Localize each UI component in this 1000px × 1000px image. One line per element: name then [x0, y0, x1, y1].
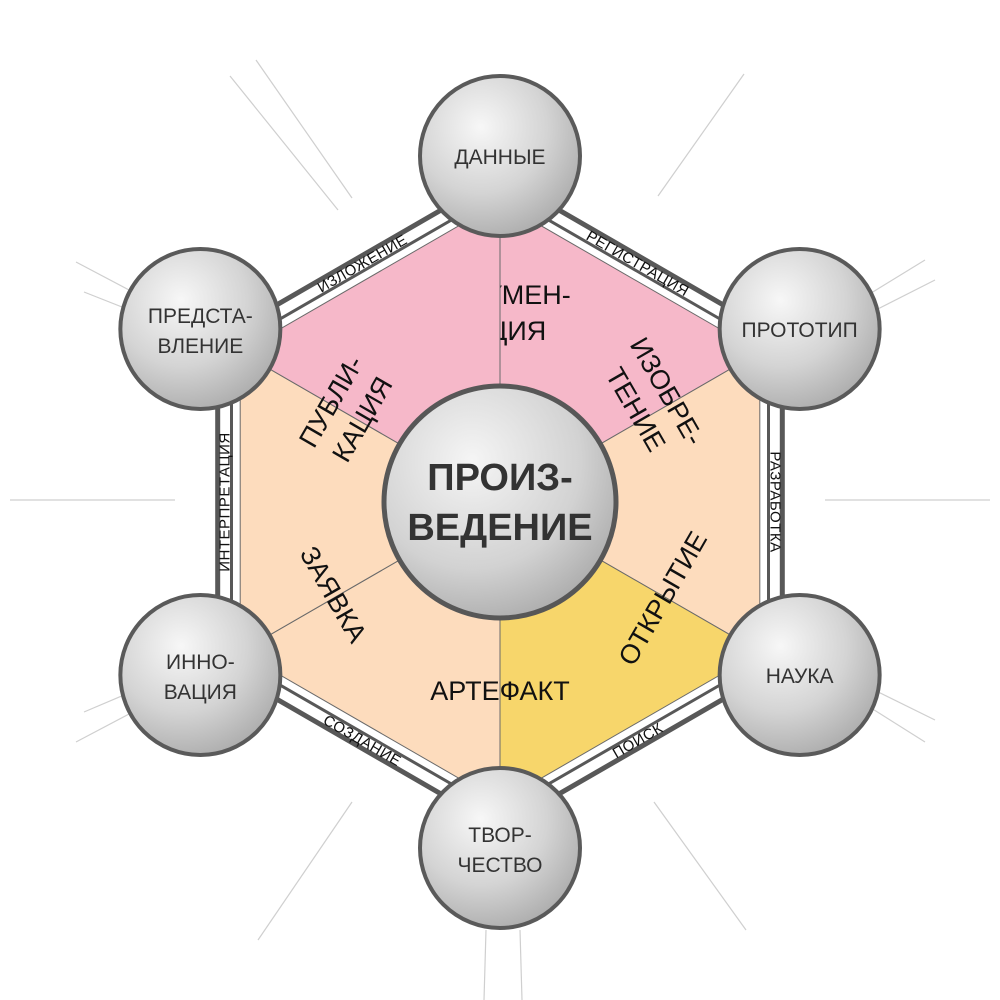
center-label-line2: ВЕДЕНИЕ [407, 507, 592, 549]
node-label-innovation-line2: ВАЦИЯ [164, 681, 237, 704]
node-label-creativity: ТВОР- [468, 824, 531, 847]
nodes: ДАННЫЕ ПРОТОТИП НАУКА ТВОР- ЧЕСТВО ИННО- ВАЦИЯ… [118, 74, 882, 930]
center-hub: ПРОИЗ- ВЕДЕНИЕ [381, 383, 619, 621]
node-innovation: ИННО- ВАЦИЯ [118, 593, 283, 757]
node-label-science: НАУКА [766, 665, 834, 688]
node-label-creativity-line2: ЧЕСТВО [458, 854, 543, 877]
node-label-data: ДАННЫЕ [454, 146, 545, 169]
node-data: ДАННЫЕ [418, 74, 582, 238]
node-label-representation: ПРЕДСТА- [148, 305, 253, 328]
node-label-representation-line2: ВЛЕНИЕ [157, 335, 243, 358]
node-label-innovation: ИННО- [166, 651, 235, 674]
node-science: НАУКА [717, 593, 882, 757]
edge-label-interpretation: ИНТЕРПРЕТАЦИЯ [217, 432, 234, 571]
edge-label-development: РАЗРАБОТКА [766, 451, 783, 552]
segment-label-artifact: АРТЕФАКТ [430, 676, 569, 706]
node-representation: ПРЕДСТА- ВЛЕНИЕ [118, 247, 283, 411]
node-label-prototype: ПРОТОТИП [742, 319, 858, 342]
node-creativity: ТВОР- ЧЕСТВО [418, 766, 582, 930]
node-prototype: ПРОТОТИП [717, 247, 882, 411]
center-label-line1: ПРОИЗ- [427, 457, 573, 499]
